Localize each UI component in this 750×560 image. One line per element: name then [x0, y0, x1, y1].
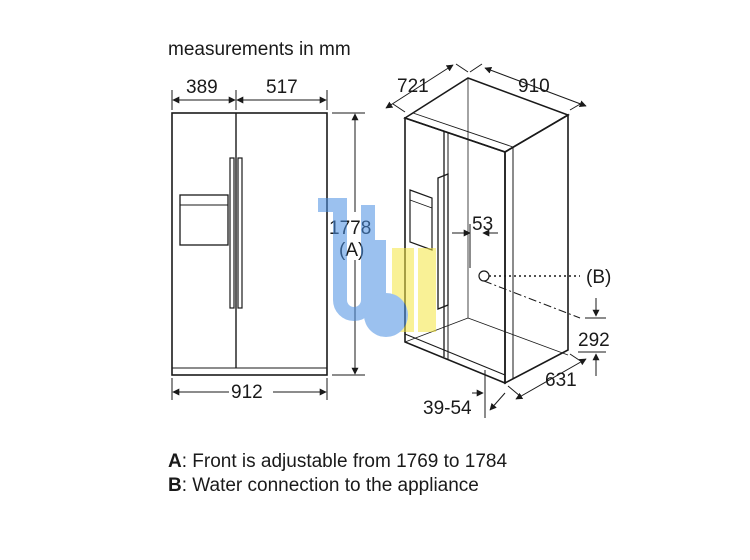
water-connection-label: (B)	[586, 267, 611, 288]
dim-right-door-width: 517	[266, 77, 298, 98]
front-view	[171, 112, 328, 376]
watermark-logo	[318, 198, 436, 337]
dim-arrow-631	[515, 358, 587, 400]
wall-gap-dim	[472, 370, 506, 418]
freezer-handle	[229, 157, 235, 309]
dim-width-side: 910	[518, 76, 550, 97]
dim-handle-offset: 53	[472, 214, 493, 235]
dispenser-perspective	[409, 189, 433, 251]
water-connection	[478, 270, 581, 319]
dim-total-width: 912	[231, 382, 263, 403]
side-top-dims	[385, 63, 587, 113]
depth-dim	[507, 353, 587, 400]
top-edge-offset	[412, 112, 514, 148]
measurements-heading: measurements in mm	[168, 39, 351, 60]
fridge-body-front	[171, 112, 328, 376]
dim-door-depth: 721	[397, 76, 429, 97]
legend-key-b: B	[168, 475, 182, 496]
water-height-dim	[578, 298, 606, 376]
front-top-dims	[171, 90, 328, 110]
fridge-handle	[237, 157, 243, 309]
dim-left-door-width: 389	[186, 77, 218, 98]
handle-perspective	[437, 173, 449, 310]
water-connection-icon	[478, 270, 490, 282]
legend-text-b: : Water connection to the appliance	[181, 475, 479, 496]
dispenser-top-panel	[179, 194, 229, 206]
water-dispenser-front	[179, 194, 229, 246]
dim-arrow-721	[385, 64, 454, 109]
legend-item-b: B: Water connection to the appliance	[168, 474, 507, 498]
dim-wall-gap: 39-54	[423, 398, 472, 419]
legend-text-a: : Front is adjustable from 1769 to 1784	[181, 451, 508, 472]
dim-arrow-910	[484, 66, 587, 108]
base-strip-perspective	[404, 333, 506, 376]
dim-water-height: 292	[578, 330, 610, 351]
handle-offset-dim	[452, 224, 498, 268]
legend-item-a: A: Front is adjustable from 1769 to 1784	[168, 450, 507, 474]
dim-depth: 631	[545, 370, 577, 391]
legend-key-a: A	[168, 451, 182, 472]
legend: A: Front is adjustable from 1769 to 1784…	[168, 450, 507, 498]
side-face	[504, 113, 569, 385]
